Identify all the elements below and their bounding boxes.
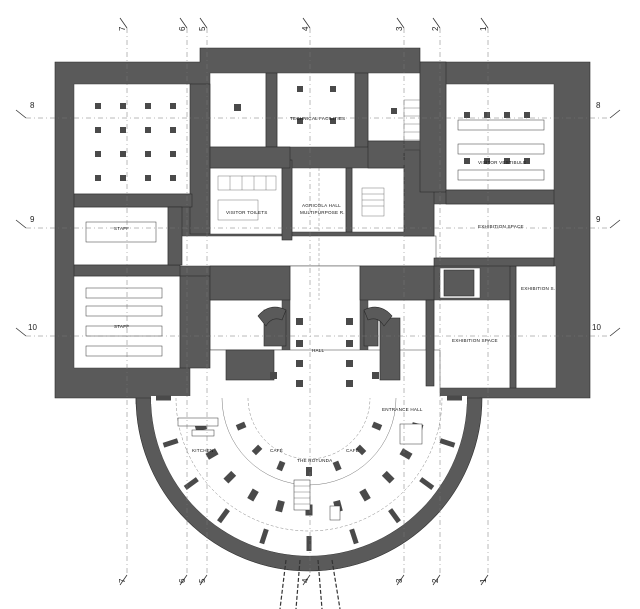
room-label-agricola-hall: AGRICOLA HALL xyxy=(302,203,341,208)
rotunda-pier xyxy=(388,508,401,524)
grid-label-8-left: 8 xyxy=(30,101,35,110)
grid-label-9-left: 9 xyxy=(30,215,35,224)
grid-label-6-bottom: 6 xyxy=(178,578,187,583)
grid-label-1-top: 1 xyxy=(479,26,488,31)
grid-label-4-top: 4 xyxy=(301,26,310,31)
room-label-cafe-right: CAFÉ xyxy=(346,447,359,453)
rotunda-column xyxy=(275,499,285,513)
grid-label-7-top: 7 xyxy=(118,26,127,31)
rotunda-details xyxy=(175,397,443,609)
rotunda-column xyxy=(223,470,237,484)
grid-label-8-right: 8 xyxy=(596,101,601,110)
grid-label-2-top: 2 xyxy=(431,26,440,31)
rotunda-piers xyxy=(156,395,462,551)
room-label-multipurpose: MULTIPURPOSE R. xyxy=(300,210,345,215)
room-label-exhibition-space-upper: EXHIBITION SPACE xyxy=(478,224,524,229)
rotunda-pier xyxy=(419,477,435,490)
rotunda-inner-column xyxy=(355,444,367,456)
rotunda-column xyxy=(359,488,371,502)
columns xyxy=(85,86,545,387)
room-label-hall: HALL xyxy=(312,348,325,353)
grid-label-10-right: 10 xyxy=(592,323,601,332)
room-label-exhibition-s: EXHIBITION S. xyxy=(521,286,555,291)
rotunda-inner-column xyxy=(332,460,342,472)
grid-label-6-top: 6 xyxy=(178,26,187,31)
room-label-technical-facilities: TECHNICAL FACILITIES xyxy=(290,116,345,121)
rotunda-column xyxy=(381,470,395,484)
grid-label-3-bottom: 3 xyxy=(395,578,404,583)
room-label-visitor-toilets: VISITOR TOILETS xyxy=(226,210,268,215)
room-label-visitor-vestibule: VISITOR VESTIBULE xyxy=(478,160,526,165)
grid-label-2-bottom: 2 xyxy=(431,578,440,583)
room-label-the-rotunda: THE ROTUNDA xyxy=(297,458,333,463)
rotunda-inner-column xyxy=(306,467,312,476)
grid-label-3-top: 3 xyxy=(395,26,404,31)
rotunda-inner-column xyxy=(371,421,383,431)
rotunda-pier xyxy=(162,438,179,448)
room-label-exhibition-space-lower: EXHIBITION SPACE xyxy=(452,338,498,343)
rotunda-pier xyxy=(259,528,269,545)
rotunda-column xyxy=(399,448,413,460)
rotunda-inner-column xyxy=(276,460,286,472)
grid-label-7-bottom: 7 xyxy=(118,578,127,583)
rotunda-column xyxy=(247,488,259,502)
grid-label-9-right: 9 xyxy=(596,215,601,224)
room-label-cafe-left: CAFÉ xyxy=(270,447,283,453)
grid-label-1-bottom: 1 xyxy=(479,578,488,583)
grid-label-4-bottom: 4 xyxy=(301,578,310,583)
room-label-entrance-hall: ENTRANCE HALL xyxy=(382,407,423,412)
room-label-kitchen: KITCHEN xyxy=(192,448,214,453)
rotunda-inner-column xyxy=(235,421,247,431)
room-labels: TECHNICAL FACILITIES VISITOR VESTIBULE V… xyxy=(114,116,555,463)
rotunda-column xyxy=(205,448,219,460)
rotunda-pier xyxy=(349,528,359,545)
rotunda-inner-column xyxy=(251,444,263,456)
grid-label-5-top: 5 xyxy=(198,26,207,31)
grid-label-5-bottom: 5 xyxy=(198,578,207,583)
grid-labels: 7 6 5 4 3 2 1 7 6 5 4 3 2 1 8 9 10 8 9 1… xyxy=(28,26,601,583)
room-label-staff-lower: STAFF xyxy=(114,324,129,329)
rotunda-pier xyxy=(439,438,456,448)
grid-label-10-left: 10 xyxy=(28,323,37,332)
room-label-staff-upper: STAFF xyxy=(114,226,129,231)
rotunda-pier xyxy=(217,508,230,524)
grid-lines xyxy=(15,17,621,586)
